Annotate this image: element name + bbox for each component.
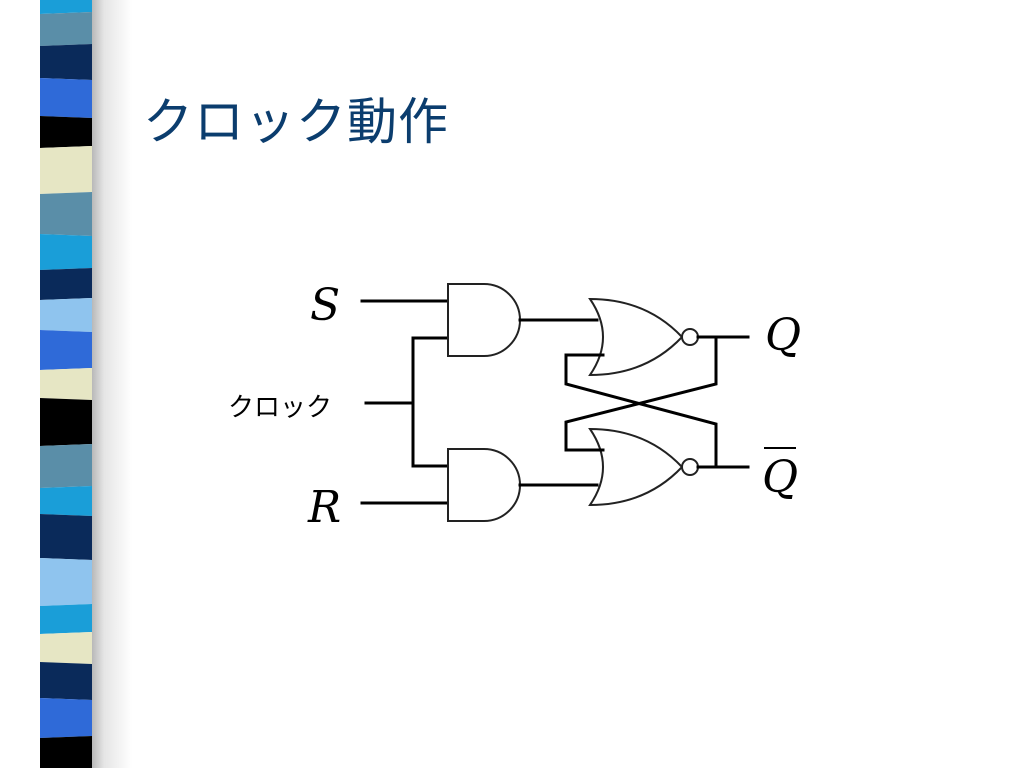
input-label-s: S bbox=[310, 280, 340, 331]
nor-gate-bottom bbox=[588, 427, 684, 507]
nor-gate-top-bubble bbox=[681, 328, 699, 346]
strip-blocks bbox=[40, 0, 92, 768]
strip-shadow bbox=[92, 0, 132, 768]
nor-gate-top bbox=[588, 297, 684, 377]
decorative-strip bbox=[40, 0, 92, 768]
and-gate-bottom bbox=[447, 448, 521, 522]
output-label-q-bar: Q bbox=[762, 452, 798, 503]
wire-feedback-q-to-bottom-nor bbox=[564, 335, 718, 452]
wire-feedback-q-bar-to-top-nor bbox=[564, 353, 718, 469]
output-label-q: Q bbox=[765, 310, 801, 361]
nor-gate-bottom-bubble bbox=[681, 458, 699, 476]
input-label-clock: クロック bbox=[228, 393, 332, 423]
input-label-r: R bbox=[307, 482, 341, 533]
and-gate-top bbox=[447, 283, 521, 357]
slide-title: クロック動作 bbox=[143, 93, 449, 151]
